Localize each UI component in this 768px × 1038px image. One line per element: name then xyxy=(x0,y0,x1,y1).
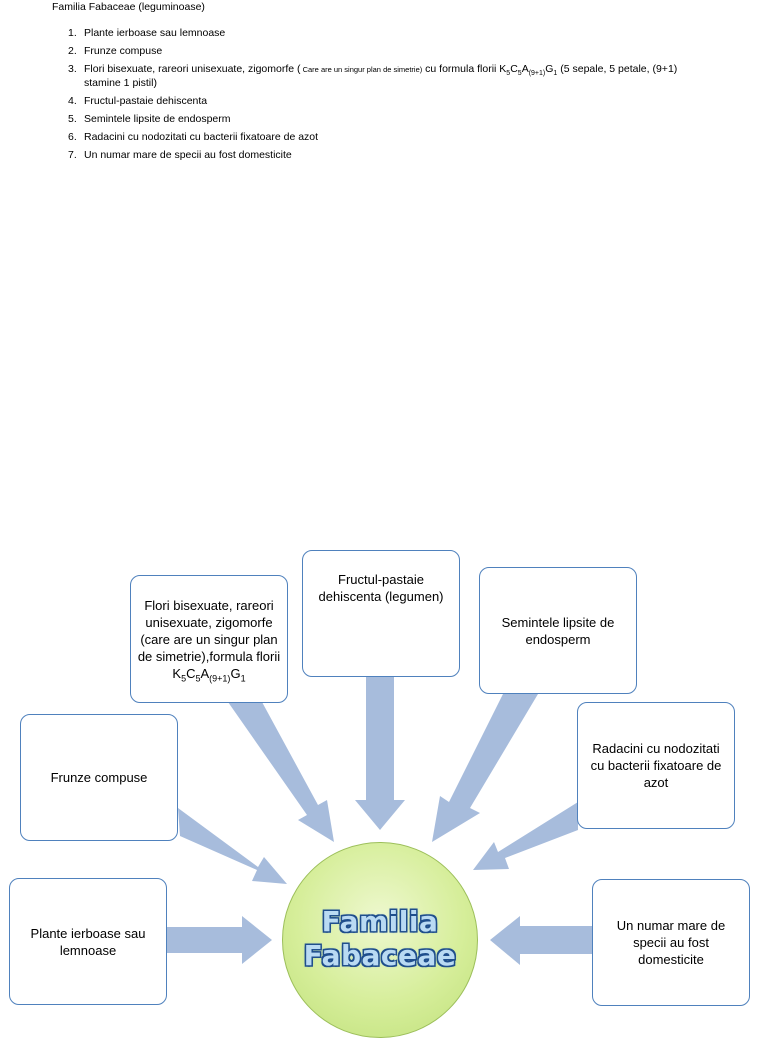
list-text: cu formula florii K xyxy=(422,63,507,75)
node-plante: Plante ierboase sau lemnoase xyxy=(9,878,167,1005)
list-number: 2. xyxy=(68,45,77,57)
center-title-line2: Fabaceae xyxy=(303,939,457,972)
list-text: (5 sepale, 5 petale, (9+1) stamine 1 pis… xyxy=(84,63,678,89)
list-number: 6. xyxy=(68,130,77,143)
formula-letter: G xyxy=(545,63,554,75)
formula-sub: (9+1) xyxy=(209,673,231,684)
arrow-from-plante xyxy=(166,916,272,964)
document-heading: Familia Fabaceae (leguminoase) xyxy=(52,1,205,13)
list-number: 1. xyxy=(68,27,77,39)
node-flori-text: Flori bisexuate, rareori unisexuate, zig… xyxy=(137,597,281,684)
list-number: 7. xyxy=(68,148,77,161)
list-item: 3. Flori bisexuate, rareori unisexuate, z… xyxy=(68,63,708,90)
center-circle: Familia Fabaceae xyxy=(282,842,478,1038)
node-fructul: Fructul-pastaie dehiscenta (legumen) xyxy=(302,550,460,677)
formula-sub: 5 xyxy=(181,673,187,684)
list-text: Flori bisexuate, rareori unisexuate, zig… xyxy=(84,63,301,75)
node-radacini: Radacini cu nodozitati cu bacterii fixat… xyxy=(577,702,735,829)
list-note: Care are un singur plan de simetrie) xyxy=(300,65,423,74)
list-number: 4. xyxy=(68,94,77,107)
list-text: Semintele lipsite de endosperm xyxy=(84,112,231,125)
center-title-line1: Familia xyxy=(321,905,439,938)
arrow-from-frunze xyxy=(178,808,287,884)
node-numar: Un numar mare de specii au fost domestic… xyxy=(592,879,750,1006)
arrows-layer xyxy=(166,677,592,965)
list-item: 5. Semintele lipsite de endosperm xyxy=(68,113,708,127)
list-text: Frunze compuse xyxy=(84,45,163,57)
arrow-from-flori xyxy=(228,702,334,842)
node-text: Un numar mare de specii au fost domestic… xyxy=(616,918,726,967)
formula-sub: 5 xyxy=(517,70,522,78)
formula-letter: A xyxy=(200,665,210,681)
list-item: 2. Frunze compuse xyxy=(68,45,708,59)
list-text: Plante ierboase sau lemnoase xyxy=(84,27,226,39)
formula-sub: 5 xyxy=(195,673,201,684)
list-text: Fructul-pastaie dehiscenta xyxy=(84,94,208,107)
node-text: Radacini cu nodozitati cu bacterii fixat… xyxy=(590,741,722,790)
arrow-from-semintele xyxy=(432,694,538,842)
formula-letter: G xyxy=(230,665,241,681)
node-text: Semintele lipsite de endosperm xyxy=(501,614,615,647)
features-list: 1. Plante ierboase sau lemnoase 2. Frunze … xyxy=(68,27,708,167)
formula-sub: 1 xyxy=(553,70,558,78)
formula-sub: (9+1) xyxy=(528,70,546,78)
node-text: Plante ierboase sau lemnoase xyxy=(30,925,146,958)
formula-sub: 5 xyxy=(506,70,511,78)
formula-letter: C xyxy=(510,63,518,75)
list-item: 7. Un numar mare de specii au fost domest… xyxy=(68,149,708,163)
formula-sub: 1 xyxy=(240,673,246,684)
arrow-from-fructul xyxy=(355,677,405,830)
list-text: Radacini cu nodozitati cu bacterii fixat… xyxy=(84,130,319,143)
arrow-from-numar xyxy=(490,916,592,965)
arrow-from-radacini xyxy=(473,802,578,870)
node-frunze: Frunze compuse xyxy=(20,714,178,841)
list-item: 4. Fructul-pastaie dehiscenta xyxy=(68,95,708,109)
node-text: Frunze compuse xyxy=(50,770,148,785)
list-item: 1. Plante ierboase sau lemnoase xyxy=(68,27,708,41)
node-text: Flori bisexuate, rareori unisexuate, zig… xyxy=(137,597,281,681)
node-text: Fructul-pastaie dehiscenta (legumen) xyxy=(318,572,444,604)
formula-letter: C xyxy=(186,665,196,681)
node-flori: Flori bisexuate, rareori unisexuate, zig… xyxy=(130,575,288,703)
fabaceae-diagram: Flori bisexuate, rareori unisexuate, zig… xyxy=(0,540,768,1038)
formula-letter: A xyxy=(521,63,529,75)
list-number: 5. xyxy=(68,112,77,125)
list-text: Un numar mare de specii au fost domestic… xyxy=(84,148,292,161)
list-number: 3. xyxy=(68,63,77,75)
list-item: 6. Radacini cu nodozitati cu bacterii fix… xyxy=(68,131,708,145)
node-semintele: Semintele lipsite de endosperm xyxy=(479,567,637,694)
